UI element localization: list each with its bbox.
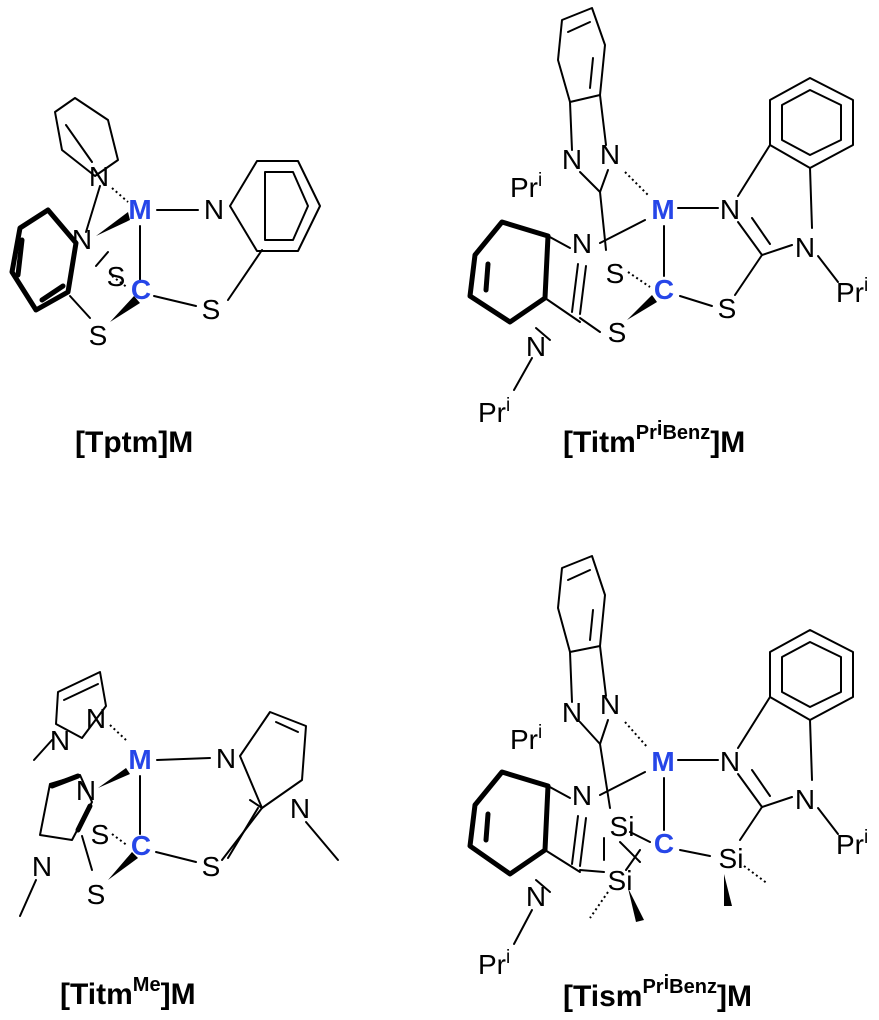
metal-atom: M <box>128 744 151 775</box>
structure-titm-me: M C N N N N N N S S S <box>19 671 339 917</box>
silicon-atom: Si <box>719 843 744 874</box>
nitrogen-atom: N <box>572 228 592 259</box>
sulfur-atom: S <box>91 819 110 850</box>
central-carbon-atom: C <box>131 830 151 861</box>
metal-atom: M <box>651 194 674 225</box>
nitrogen-atom: N <box>526 881 546 912</box>
nitrogen-atom: N <box>720 194 740 225</box>
sulfur-atom: S <box>87 879 106 910</box>
sulfur-atom: S <box>202 294 221 325</box>
nitrogen-atom: N <box>600 689 620 720</box>
isopropyl-label: Pri <box>836 827 868 860</box>
nitrogen-atom: N <box>720 746 740 777</box>
sulfur-atom: S <box>202 851 221 882</box>
nitrogen-atom: N <box>86 703 106 734</box>
silicon-atom: Si <box>610 811 635 842</box>
sulfur-atom: S <box>718 293 737 324</box>
caption-tptm: [Tptm]M <box>75 426 193 459</box>
sulfur-atom: S <box>606 258 625 289</box>
nitrogen-atom: N <box>795 784 815 815</box>
nitrogen-atom: N <box>290 793 310 824</box>
structure-tptm: M C N N N S S S <box>9 97 321 351</box>
nitrogen-atom: N <box>795 232 815 263</box>
structure-titm-pr-benz: M C N N N N N N S S S Pri Pri Pri <box>467 7 868 428</box>
isopropyl-label: Pri <box>510 722 542 755</box>
nitrogen-atom: N <box>204 194 224 225</box>
isopropyl-label: Pri <box>836 275 868 308</box>
sulfur-atom: S <box>89 320 108 351</box>
sulfur-atom: S <box>608 317 627 348</box>
nitrogen-atom: N <box>562 144 582 175</box>
structure-tism-pr-benz: M C N N N N N N Si Si Si Pri Pri Pri <box>467 555 868 980</box>
caption-tism-pr-benz: [TismPriBenz]M <box>563 972 752 1013</box>
metal-atom: M <box>651 746 674 777</box>
nitrogen-atom: N <box>89 161 109 192</box>
nitrogen-atom: N <box>76 775 96 806</box>
metal-atom: M <box>128 194 151 225</box>
nitrogen-atom: N <box>600 139 620 170</box>
nitrogen-atom: N <box>526 331 546 362</box>
caption-titm-pr-benz: [TitmPriBenz]M <box>563 418 745 459</box>
isopropyl-label: Pri <box>510 170 542 203</box>
central-carbon-atom: C <box>654 828 674 859</box>
nitrogen-atom: N <box>72 224 92 255</box>
sulfur-atom: S <box>107 261 126 292</box>
nitrogen-atom: N <box>562 697 582 728</box>
nitrogen-atom: N <box>216 743 236 774</box>
nitrogen-atom: N <box>50 725 70 756</box>
silicon-atom: Si <box>608 865 633 896</box>
caption-titm-me: [TitmMe]M <box>60 974 196 1011</box>
central-carbon-atom: C <box>654 274 674 305</box>
nitrogen-atom: N <box>572 780 592 811</box>
isopropyl-label: Pri <box>478 947 510 980</box>
central-carbon-atom: C <box>131 274 151 305</box>
nitrogen-atom: N <box>32 851 52 882</box>
isopropyl-label: Pri <box>478 395 510 428</box>
